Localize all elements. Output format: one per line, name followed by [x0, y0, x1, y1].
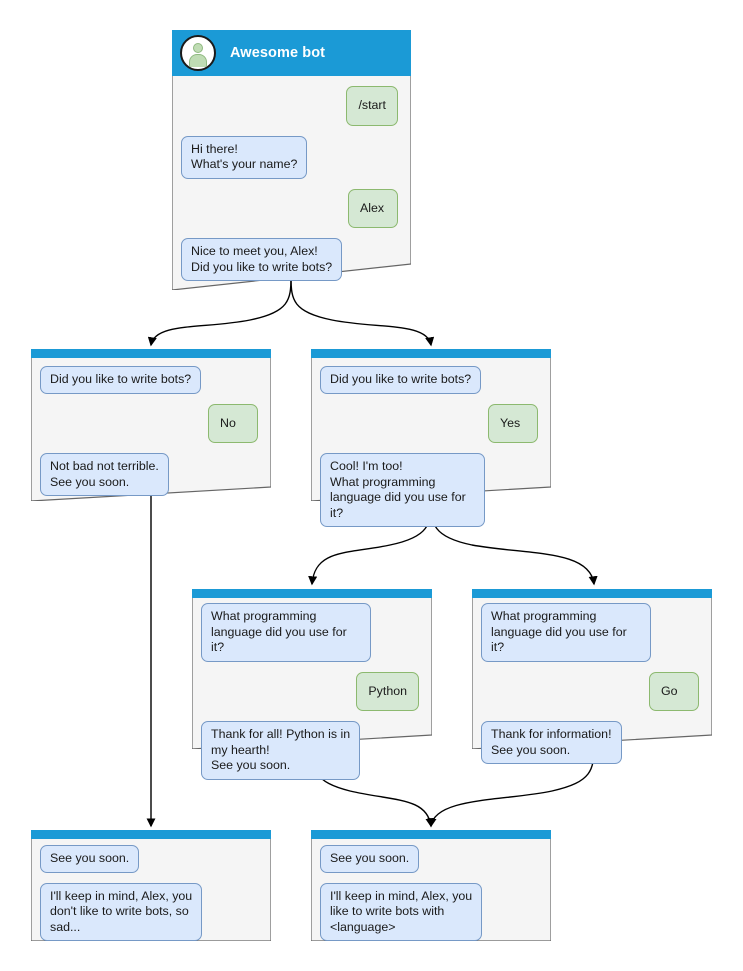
message-row: Alex [181, 188, 402, 228]
message-row: Not bad not terrible. See you soon. [40, 453, 262, 496]
chat-area-go-branch: What programming language did you use fo… [472, 598, 712, 780]
message-row: Hi there! What's your name? [181, 135, 402, 179]
chat-area-yes-branch: Did you like to write bots? Yes Cool! I'… [311, 358, 551, 543]
bot-message-bubble[interactable]: What programming language did you use fo… [481, 603, 651, 662]
message-row: See you soon. [320, 845, 542, 873]
chat-area-end-sad: See you soon. I'll keep in mind, Alex, y… [31, 839, 271, 957]
message-row: Go [481, 671, 703, 711]
bot-message-bubble[interactable]: Thank for information! See you soon. [481, 721, 622, 764]
user-message-bubble[interactable]: No [208, 403, 258, 443]
node-header-python-branch [192, 589, 432, 598]
message-row: Did you like to write bots? [320, 366, 542, 394]
user-message-bubble[interactable]: Python [356, 671, 419, 711]
bot-message-bubble[interactable]: I'll keep in mind, Alex, you like to wri… [320, 882, 483, 941]
chat-node-no-branch[interactable]: Did you like to write bots? No Not bad n… [31, 349, 271, 501]
message-row: Yes [320, 403, 542, 443]
bot-message-bubble[interactable]: Nice to meet you, Alex! Did you like to … [181, 238, 343, 281]
bot-message-bubble[interactable]: What programming language did you use fo… [201, 603, 371, 662]
message-row: I'll keep in mind, Alex, you like to wri… [320, 882, 542, 941]
node-header-go-branch [472, 589, 712, 598]
chat-area-end-happy: See you soon. I'll keep in mind, Alex, y… [311, 839, 551, 957]
message-row: /start [181, 86, 402, 126]
message-row: What programming language did you use fo… [481, 603, 703, 662]
chat-node-end-sad[interactable]: See you soon. I'll keep in mind, Alex, y… [31, 830, 271, 941]
node-header-no-branch [31, 349, 271, 358]
message-row: Thank for information! See you soon. [481, 721, 703, 764]
bot-message-bubble[interactable]: I'll keep in mind, Alex, you don't like … [40, 882, 203, 941]
user-message-bubble[interactable]: /start [346, 86, 398, 126]
bot-message-bubble[interactable]: Cool! I'm too! What programming language… [320, 453, 485, 527]
bot-message-bubble[interactable]: Did you like to write bots? [320, 366, 482, 394]
node-header-end-happy [311, 830, 551, 839]
message-row: Nice to meet you, Alex! Did you like to … [181, 238, 402, 281]
bot-message-bubble[interactable]: See you soon. [40, 845, 140, 873]
bot-message-bubble[interactable]: See you soon. [320, 845, 420, 873]
message-row: See you soon. [40, 845, 262, 873]
user-avatar-icon [180, 35, 216, 71]
chat-node-end-happy[interactable]: See you soon. I'll keep in mind, Alex, y… [311, 830, 551, 941]
node-header-root: Awesome bot [172, 30, 411, 76]
message-row: Python [201, 671, 423, 711]
node-header-end-sad [31, 830, 271, 839]
chat-node-yes-branch[interactable]: Did you like to write bots? Yes Cool! I'… [311, 349, 551, 527]
chat-area-no-branch: Did you like to write bots? No Not bad n… [31, 358, 271, 512]
chat-node-go-branch[interactable]: What programming language did you use fo… [472, 589, 712, 764]
chat-node-python-branch[interactable]: What programming language did you use fo… [192, 589, 432, 780]
user-message-bubble[interactable]: Alex [348, 188, 398, 228]
message-row: No [40, 403, 262, 443]
bot-message-bubble[interactable]: Hi there! What's your name? [181, 135, 308, 179]
message-row: Thank for all! Python is in my hearth! S… [201, 721, 423, 780]
bot-message-bubble[interactable]: Thank for all! Python is in my hearth! S… [201, 721, 361, 780]
bot-message-bubble[interactable]: Not bad not terrible. See you soon. [40, 453, 169, 496]
message-row: Cool! I'm too! What programming language… [320, 453, 542, 527]
message-row: Did you like to write bots? [40, 366, 262, 394]
bot-message-bubble[interactable]: Did you like to write bots? [40, 366, 202, 394]
bot-title: Awesome bot [230, 45, 326, 61]
chat-area-root: /start Hi there! What's your name? Alex … [172, 76, 411, 297]
message-row: What programming language did you use fo… [201, 603, 423, 662]
node-header-yes-branch [311, 349, 551, 358]
user-message-bubble[interactable]: Yes [488, 403, 538, 443]
user-message-bubble[interactable]: Go [649, 671, 699, 711]
chat-node-root[interactable]: Awesome bot /start Hi there! What's your… [172, 30, 411, 290]
message-row: I'll keep in mind, Alex, you don't like … [40, 882, 262, 941]
chat-area-python-branch: What programming language did you use fo… [192, 598, 432, 796]
